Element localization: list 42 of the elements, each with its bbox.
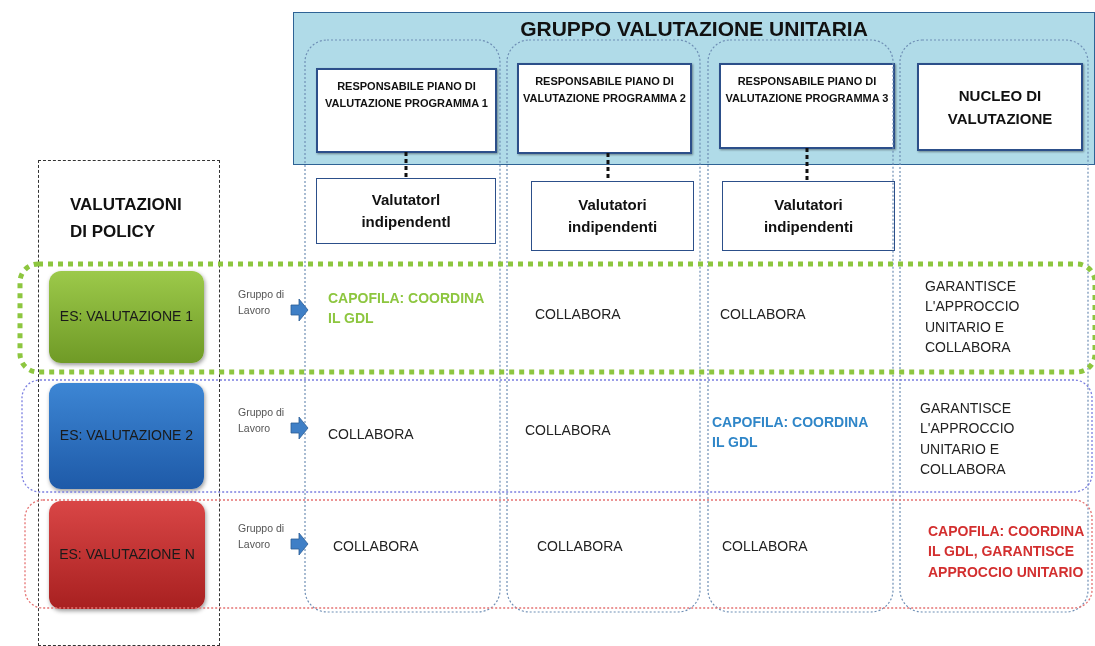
cell-text: GARANTISCE L'APPROCCIO UNITARIO E COLLABORA: [925, 277, 1021, 357]
role-box: [719, 63, 895, 149]
group-title: GRUPPO VALUTAZIONE UNITARIA: [520, 17, 868, 41]
cell-text: COLLABORA: [328, 425, 415, 444]
cell-text: COLLABORA: [537, 537, 624, 556]
connector-line: [805, 148, 809, 181]
cell-text: COLLABORA: [333, 537, 420, 556]
box-label: Valutatori indipendenti: [566, 194, 659, 237]
box-label: Valutatorl indipendentl: [360, 189, 452, 232]
cell-text: COLLABORA: [720, 305, 807, 324]
connector-line: [404, 152, 408, 178]
cell-text: COLLABORA: [535, 305, 622, 324]
box-label: RESPONSABILE PIANO DI VALUTAZIONE PROGRAMMA 2: [522, 74, 687, 107]
policy-column: [38, 160, 220, 646]
role-box: [316, 68, 497, 153]
role-box: [517, 63, 692, 154]
box-label: ES: VALUTAZIONE 1: [59, 307, 194, 327]
box-label: RESPONSABILE PIANO DI VALUTAZIONE PROGRAMMA 3: [724, 74, 890, 107]
group-band: [293, 12, 1095, 165]
evaluation-box: [49, 271, 204, 363]
evaluators-box: [316, 178, 496, 244]
work-group-label: Gruppo di Lavoro: [238, 405, 286, 437]
cell-text: COLLABORA: [722, 537, 809, 556]
cell-text: CAPOFILA: COORDINA IL GDL: [712, 413, 869, 453]
connector-line: [606, 153, 610, 181]
box-label: ES: VALUTAZIONE N: [59, 545, 195, 565]
cell-text: CAPOFILA: COORDINA IL GDL, GARANTISCE APPROCCIO UNITARIO: [928, 522, 1085, 582]
box-label: NUCLEO DI VALUTAZIONE: [946, 85, 1054, 129]
evaluation-box: [49, 383, 204, 489]
cell-text: CAPOFILA: COORDINA IL GDL: [328, 289, 485, 329]
cell-text: GARANTISCE L'APPROCCIO UNITARIO E COLLABORA: [920, 399, 1016, 479]
cell-text: COLLABORA: [525, 421, 612, 440]
box-label: ES: VALUTAZIONE 2: [59, 426, 194, 446]
role-box: [917, 63, 1083, 151]
box-label: RESPONSABILE PIANO DI VALUTAZIONE PROGRAMMA 1: [324, 79, 489, 112]
work-group-label: Gruppo di Lavoro: [238, 287, 286, 319]
column-heading: VALUTAZIONI DI POLICY: [70, 194, 183, 244]
work-group-label: Gruppo di Lavoro: [238, 521, 286, 553]
evaluators-box: [531, 181, 694, 251]
box-label: Valutatori indipendenti: [762, 194, 855, 237]
evaluators-box: [722, 181, 895, 251]
evaluation-box: [49, 501, 205, 609]
